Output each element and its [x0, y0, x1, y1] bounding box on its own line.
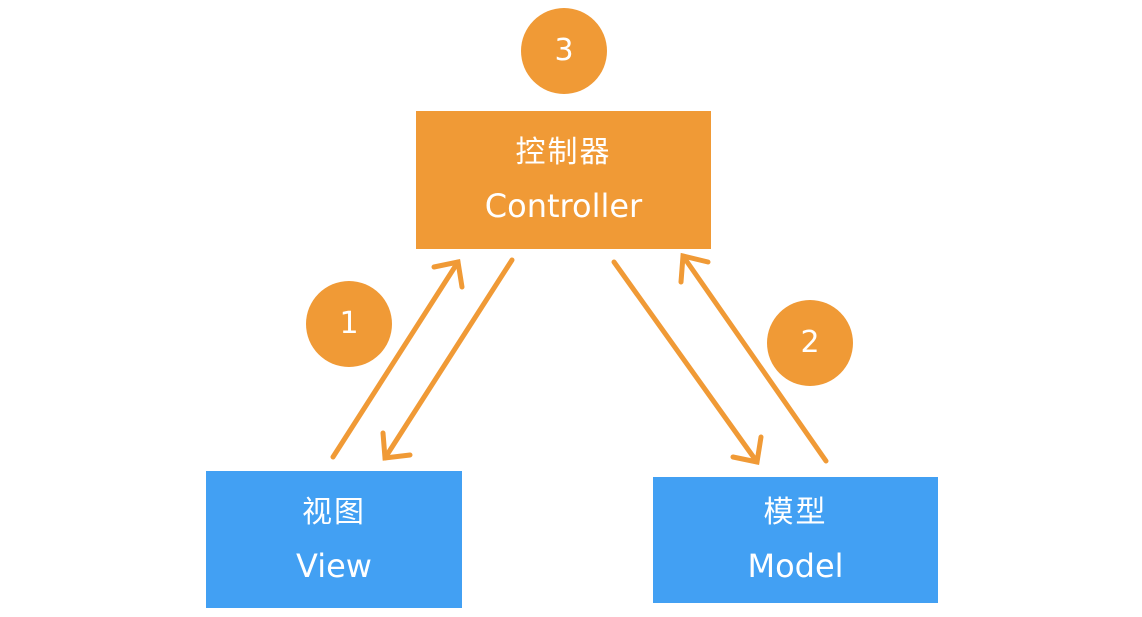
step-3-label: 3 [554, 33, 574, 68]
arrow-head-view-to-controller [431, 259, 465, 290]
model-title-en: Model [747, 547, 844, 585]
arrow-head-model-to-controller [678, 252, 711, 285]
arrow-model-to-controller [680, 253, 829, 464]
arrow-view-to-controller [330, 259, 461, 460]
controller-node: 控制器 Controller [416, 111, 711, 249]
view-node: 视图 View [206, 471, 462, 608]
step-1-label: 1 [339, 306, 359, 341]
step-3-badge: 3 [521, 8, 607, 94]
controller-title-en: Controller [484, 187, 643, 225]
view-title-en: View [296, 546, 372, 585]
step-1-badge: 1 [306, 281, 392, 367]
arrow-head-controller-to-view [380, 430, 413, 461]
arrow-controller-to-view [382, 257, 515, 461]
step-2-badge: 2 [767, 300, 853, 386]
controller-title-cn: 控制器 [515, 135, 612, 170]
step-2-label: 2 [800, 325, 820, 360]
model-node: 模型 Model [653, 477, 938, 603]
arrow-head-controller-to-model [730, 434, 764, 465]
model-title-cn: 模型 [763, 495, 828, 530]
arrow-controller-to-model [611, 259, 760, 465]
view-title-cn: 视图 [302, 494, 366, 530]
